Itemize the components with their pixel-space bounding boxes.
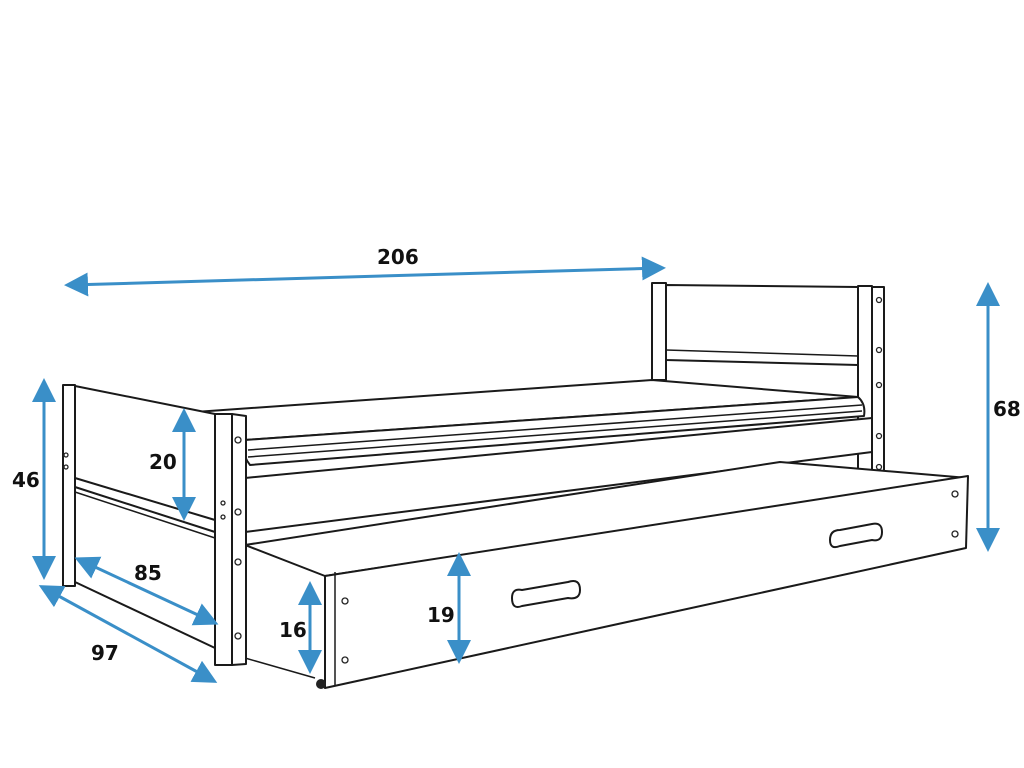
footboard	[62, 384, 247, 666]
clearance-label: 16	[279, 618, 307, 642]
inner-width-label: 85	[134, 561, 162, 585]
outer-width-label: 97	[91, 641, 119, 665]
outer-width-arrow	[38, 585, 218, 683]
panel-height-label: 20	[149, 450, 177, 474]
drawer-height-label: 19	[427, 603, 455, 627]
dimension-arrows	[32, 256, 1000, 683]
drawer-handle	[511, 522, 883, 608]
drawer	[244, 461, 969, 689]
total-height-label: 68	[993, 397, 1021, 421]
mattress	[194, 379, 873, 533]
length-label: 206	[377, 245, 419, 269]
length-arrow	[64, 256, 666, 297]
caster-wheel	[316, 679, 326, 689]
footboard-height-label: 46	[12, 468, 40, 492]
